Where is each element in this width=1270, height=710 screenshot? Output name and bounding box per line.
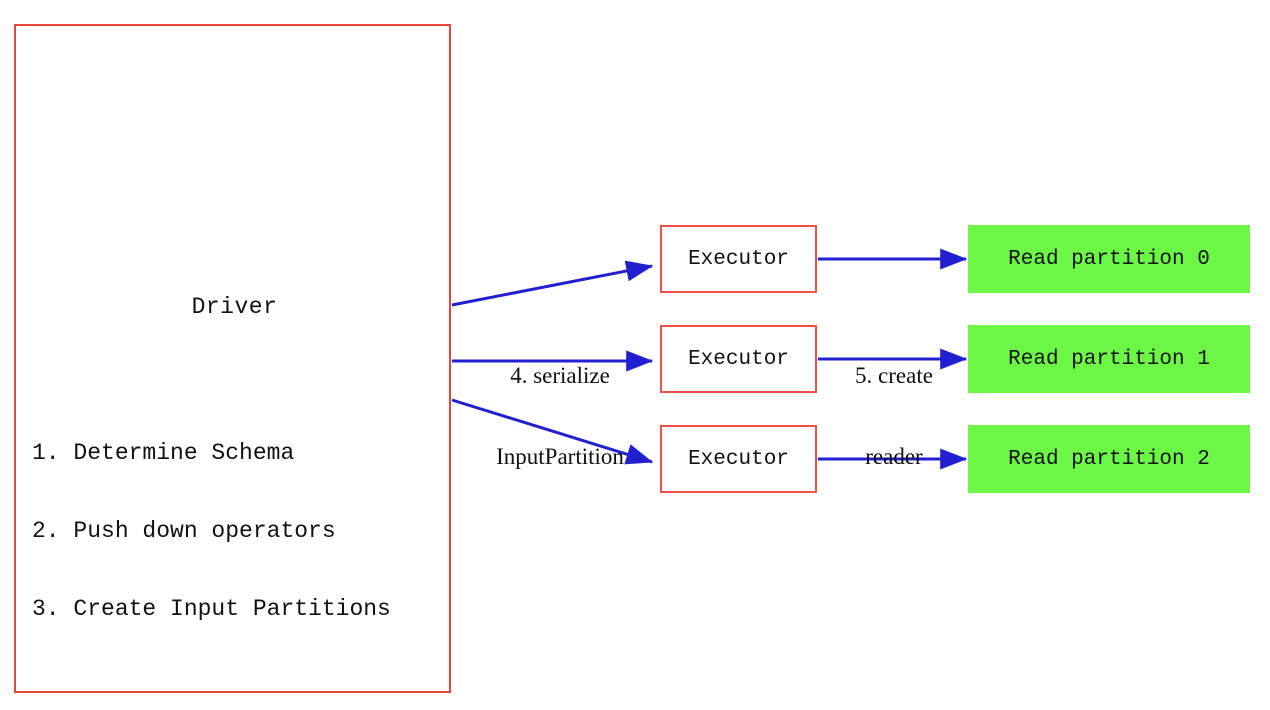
driver-step-2: 2. Push down operators (32, 518, 336, 544)
executor-box-0: Executor (660, 225, 817, 293)
read-partition-box-1: Read partition 1 (968, 325, 1250, 393)
driver-step-1: 1. Determine Schema (32, 440, 295, 466)
executor-label-0: Executor (688, 247, 789, 271)
edge-label-serialize-line-1: 4. serialize (510, 363, 610, 388)
executor-label-2: Executor (688, 447, 789, 471)
edge-label-serialize: 4. serialize InputPartition (460, 308, 660, 524)
edge-label-create-reader-line-1: 5. create (855, 363, 933, 388)
read-partition-label-2: Read partition 2 (1008, 447, 1210, 471)
executor-box-2: Executor (660, 425, 817, 493)
edge-label-serialize-line-2: InputPartition (496, 444, 624, 469)
read-partition-label-0: Read partition 0 (1008, 247, 1210, 271)
driver-step-list: 1. Determine Schema 2. Push down operato… (32, 388, 391, 674)
executor-label-1: Executor (688, 347, 789, 371)
executor-box-1: Executor (660, 325, 817, 393)
arrow-driver-to-executor-0 (451, 260, 654, 307)
driver-step-3: 3. Create Input Partitions (32, 596, 391, 622)
driver-label: Driver (191, 294, 278, 320)
edge-label-create-reader: 5. create reader (828, 308, 960, 524)
edge-label-create-reader-line-2: reader (865, 444, 923, 469)
read-partition-box-2: Read partition 2 (968, 425, 1250, 493)
driver-box: Driver 1. Determine Schema 2. Push down … (14, 24, 451, 693)
read-partition-label-1: Read partition 1 (1008, 347, 1210, 371)
read-partition-box-0: Read partition 0 (968, 225, 1250, 293)
